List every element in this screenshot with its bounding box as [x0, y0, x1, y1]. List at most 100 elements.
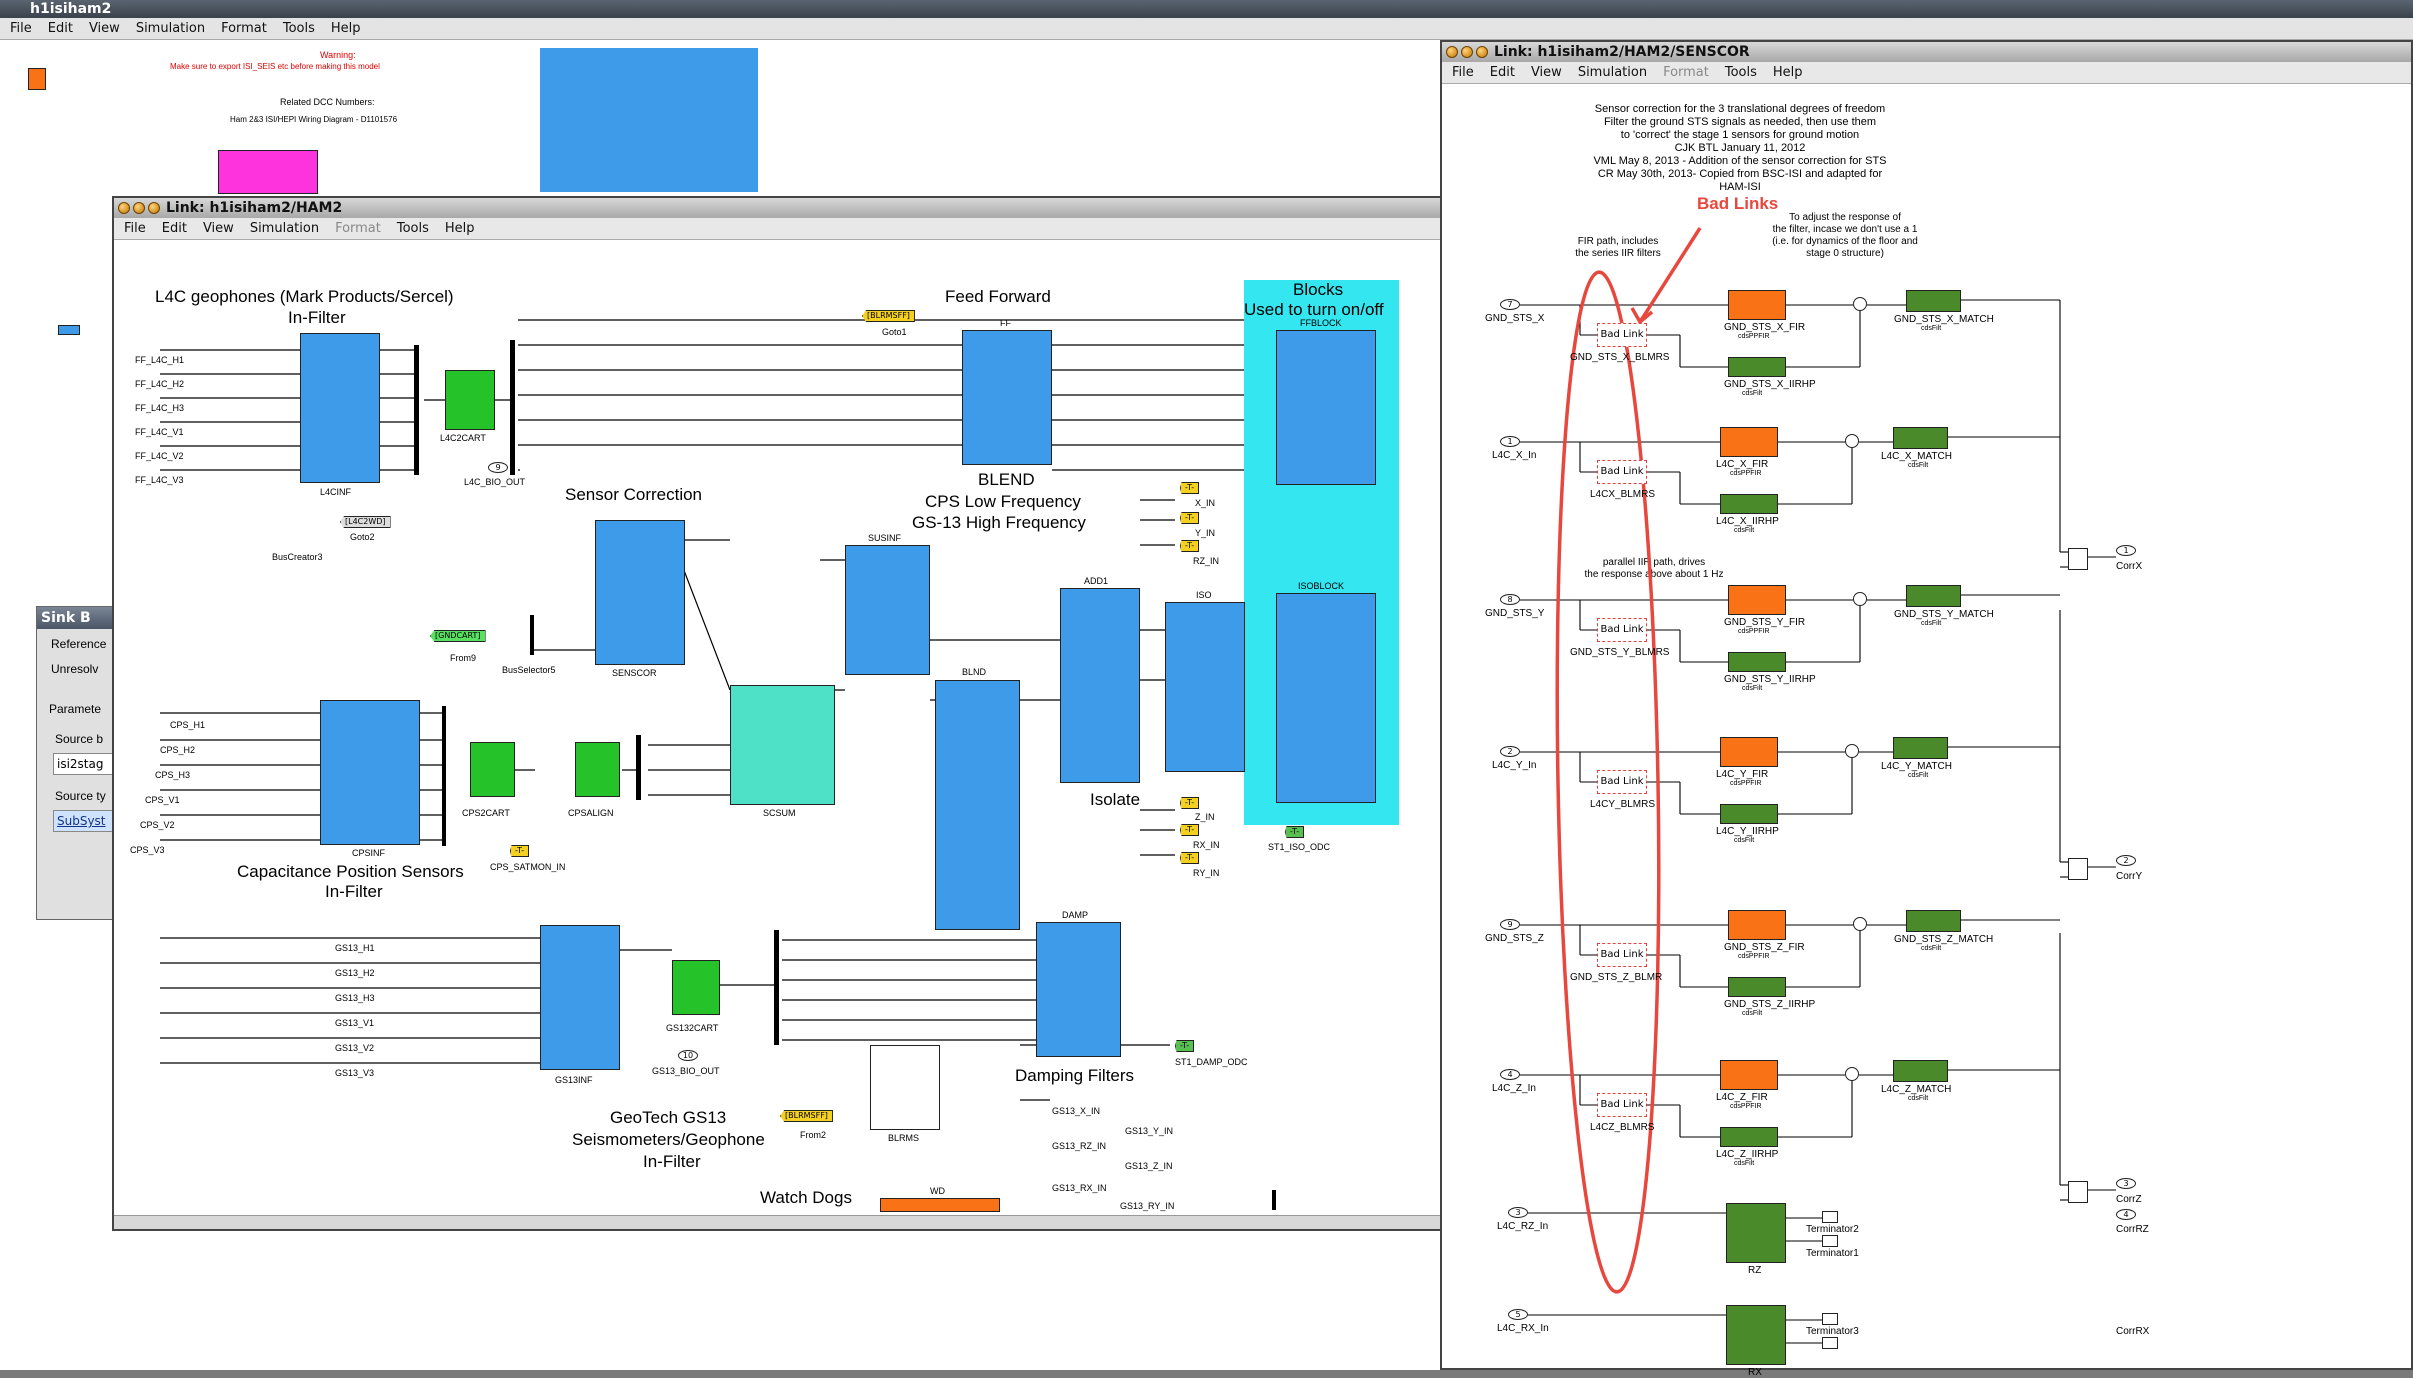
row-match-block[interactable]	[1893, 427, 1948, 449]
gs13-bio-port[interactable]: 10	[678, 1050, 698, 1061]
bad-link-block[interactable]: Bad Link	[1597, 770, 1647, 794]
rot-term-1[interactable]	[1822, 1313, 1838, 1325]
ham2-menu-tools[interactable]: Tools	[396, 221, 429, 236]
row-match-block[interactable]	[1906, 290, 1961, 312]
rot-term-1[interactable]	[1822, 1211, 1838, 1223]
st1-iso-tag[interactable]: -T-	[1285, 826, 1305, 838]
st1-damp-tag[interactable]: -T-	[1175, 1040, 1195, 1052]
scsum-block[interactable]	[730, 685, 835, 805]
row-sum-block[interactable]	[2068, 1181, 2088, 1203]
row-input-port[interactable]: 9	[1500, 919, 1520, 930]
menu-file[interactable]: File	[10, 21, 32, 36]
ham2-menu-edit[interactable]: Edit	[161, 221, 187, 236]
gndcart-tag[interactable]: [GNDCART]	[430, 630, 486, 642]
row-output-port[interactable]: 2	[2116, 855, 2136, 866]
menu-tools[interactable]: Tools	[282, 21, 315, 36]
row-match-block[interactable]	[1893, 1060, 1948, 1082]
menu-help[interactable]: Help	[330, 21, 361, 36]
bg-orange-block[interactable]	[28, 68, 46, 90]
row-sum-block[interactable]	[2068, 858, 2088, 880]
bad-link-block[interactable]: Bad Link	[1597, 943, 1647, 967]
senscor-close-icon[interactable]	[1446, 46, 1458, 58]
ham2-menu-format[interactable]: Format	[335, 221, 381, 236]
menu-edit[interactable]: Edit	[47, 21, 73, 36]
ham2-scrollbar[interactable]	[114, 1215, 1444, 1229]
cps-satmon-tag[interactable]: -T-	[510, 845, 530, 857]
row-iir-block[interactable]	[1728, 357, 1786, 377]
rot-output-port[interactable]: 4	[2116, 1209, 2136, 1220]
menu-view[interactable]: View	[88, 21, 120, 36]
l4c2wd-tag[interactable]: [L4C2WD]	[340, 516, 391, 528]
senscor-block[interactable]	[595, 520, 685, 665]
row-iir-block[interactable]	[1720, 1127, 1778, 1147]
senscor-window-controls[interactable]	[1446, 46, 1488, 58]
rot-block[interactable]	[1726, 1203, 1786, 1263]
x-in-tag[interactable]: -T-	[1180, 482, 1200, 494]
ham2-menu-view[interactable]: View	[202, 221, 234, 236]
rot-term-2[interactable]	[1822, 1337, 1838, 1349]
z-in-tag[interactable]: -T-	[1180, 797, 1200, 809]
row-sum-circle[interactable]	[1853, 592, 1867, 606]
rot-input-port[interactable]: 3	[1508, 1207, 1528, 1218]
row-output-port[interactable]: 3	[2116, 1178, 2136, 1189]
iso-block[interactable]	[1165, 602, 1245, 772]
ham2-min-icon[interactable]	[133, 202, 145, 214]
bad-link-block[interactable]: Bad Link	[1597, 1093, 1647, 1117]
row-fir-block[interactable]	[1728, 290, 1786, 320]
gs132cart-block[interactable]	[672, 960, 720, 1015]
cpsinf-block[interactable]	[320, 700, 420, 845]
cps2cart-block[interactable]	[470, 742, 515, 797]
blrms-block[interactable]	[870, 1045, 940, 1130]
row-fir-block[interactable]	[1720, 1060, 1778, 1090]
l4c-bio-port[interactable]: 9	[488, 462, 508, 473]
row-fir-block[interactable]	[1720, 427, 1778, 457]
menu-simulation[interactable]: Simulation	[135, 21, 206, 36]
row-sum-circle[interactable]	[1845, 1067, 1859, 1081]
ry-in-tag[interactable]: -T-	[1180, 852, 1200, 864]
sink-source-field[interactable]: isi2stag	[53, 753, 125, 775]
senscor-menu-format[interactable]: Format	[1663, 65, 1709, 80]
blnd-block[interactable]	[935, 680, 1020, 930]
row-iir-block[interactable]	[1720, 804, 1778, 824]
bad-link-block[interactable]: Bad Link	[1597, 460, 1647, 484]
row-output-port[interactable]: 1	[2116, 545, 2136, 556]
y-in-tag[interactable]: -T-	[1180, 512, 1200, 524]
row-sum-circle[interactable]	[1853, 917, 1867, 931]
menu-format[interactable]: Format	[221, 21, 267, 36]
row-sum-circle[interactable]	[1845, 434, 1859, 448]
senscor-menu-tools[interactable]: Tools	[1724, 65, 1757, 80]
bg-magenta-block[interactable]	[218, 150, 318, 194]
rot-input-port[interactable]: 5	[1508, 1309, 1528, 1320]
rot-block[interactable]	[1726, 1305, 1786, 1365]
ham2-close-icon[interactable]	[118, 202, 130, 214]
row-match-block[interactable]	[1906, 910, 1961, 932]
blrmsff-from-tag[interactable]: [BLRMSFF]	[780, 1110, 833, 1122]
sink-source-type-field[interactable]: SubSyst	[53, 810, 125, 832]
row-iir-block[interactable]	[1728, 977, 1786, 997]
gs13inf-block[interactable]	[540, 925, 620, 1070]
wd-block[interactable]	[880, 1198, 1000, 1212]
row-fir-block[interactable]	[1720, 737, 1778, 767]
bad-link-block[interactable]: Bad Link	[1597, 323, 1647, 347]
senscor-menu-view[interactable]: View	[1530, 65, 1562, 80]
row-sum-circle[interactable]	[1845, 744, 1859, 758]
isoblock-block[interactable]	[1276, 593, 1376, 803]
ham2-max-icon[interactable]	[148, 202, 160, 214]
row-iir-block[interactable]	[1728, 652, 1786, 672]
ffblock-block[interactable]	[1276, 330, 1376, 485]
ham2-menu-simulation[interactable]: Simulation	[249, 221, 320, 236]
l4c2cart-block[interactable]	[445, 370, 495, 430]
row-sum-block[interactable]	[2068, 548, 2088, 570]
rz-in-tag[interactable]: -T-	[1180, 540, 1200, 552]
add1-block[interactable]	[1060, 588, 1140, 783]
senscor-menu-simulation[interactable]: Simulation	[1577, 65, 1648, 80]
rx-in-tag[interactable]: -T-	[1180, 824, 1200, 836]
bg-small-block[interactable]	[58, 325, 80, 335]
ff-block[interactable]	[962, 330, 1052, 465]
ham2-menu-help[interactable]: Help	[444, 221, 475, 236]
l4cinf-block[interactable]	[300, 333, 380, 483]
row-iir-block[interactable]	[1720, 494, 1778, 514]
senscor-menu-edit[interactable]: Edit	[1489, 65, 1515, 80]
senscor-menu-file[interactable]: File	[1452, 65, 1474, 80]
rot-term-2[interactable]	[1822, 1235, 1838, 1247]
